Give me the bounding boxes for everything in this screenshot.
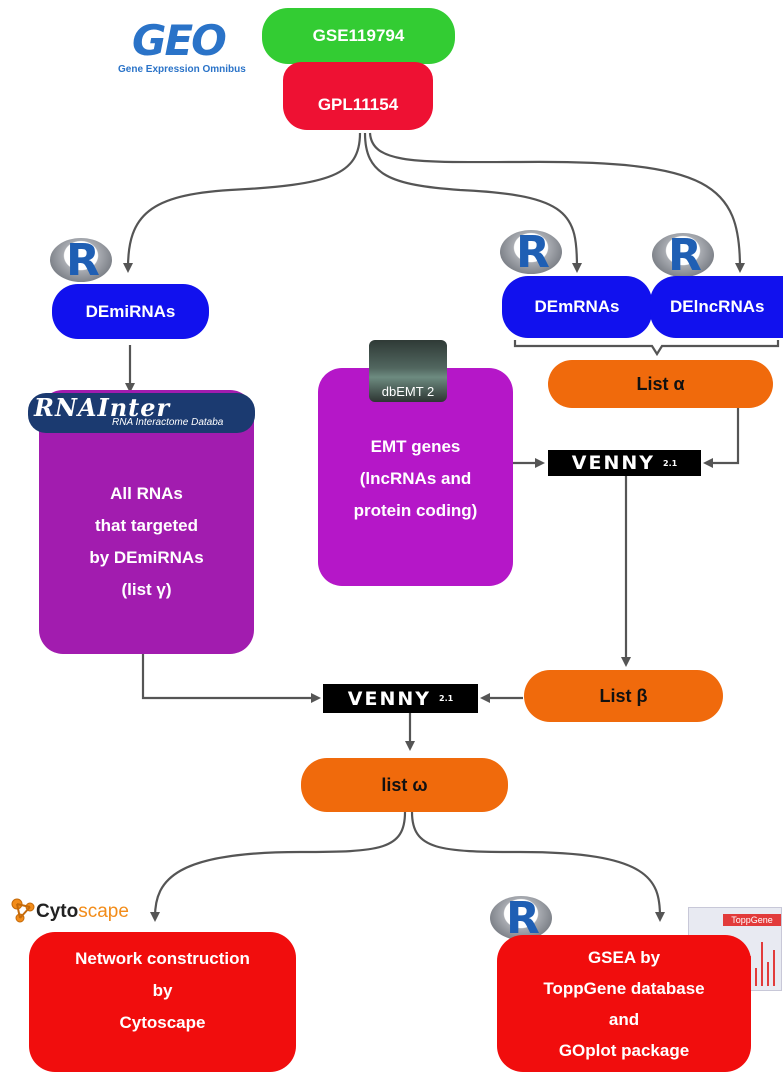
demirnas-label: DEmiRNAs <box>85 301 176 321</box>
geo-logo: GEO Gene Expression Omnibus <box>110 14 262 86</box>
dbemt-logo: dbEMT 2 <box>369 340 447 402</box>
list-alpha-node: List α <box>548 360 773 408</box>
all-rnas-line: that targeted <box>95 516 198 535</box>
arrow-gamma-to-venny <box>141 654 321 703</box>
arrow-omega-to-gsea <box>410 811 665 922</box>
cytoscape-icon <box>11 898 35 923</box>
all-rnas-node: All RNAs that targeted by DEmiRNAs (list… <box>39 390 254 654</box>
geo-logo-subtitle: Gene Expression Omnibus <box>118 64 246 75</box>
gsea-line: GSEA by <box>587 947 661 967</box>
demirnas-node: DEmiRNAs <box>52 284 209 339</box>
rnainter-logo-title: RNAInter <box>34 393 171 422</box>
arrow-alpha-to-venny <box>703 407 740 468</box>
toppgene-logo-label: ToppGene <box>723 914 781 926</box>
list-omega-label: list ω <box>381 774 428 795</box>
gsea-line: and <box>608 1009 640 1029</box>
cytoscape-logo-part1: Cyto <box>36 901 79 922</box>
delncrnas-node: DElncRNAs <box>650 276 783 338</box>
arrow-gpl-to-demrna <box>363 132 582 273</box>
emt-genes-line: protein coding) <box>353 501 478 520</box>
venny-version: 2.1 <box>439 694 454 703</box>
gpl-node: GPL11154 <box>283 62 433 130</box>
gse-node: GSE119794 <box>262 8 455 64</box>
network-line: Cytoscape <box>119 1013 206 1032</box>
rnainter-logo-subtitle: RNA Interactome Databa <box>112 417 224 428</box>
demrnas-label: DEmRNAs <box>534 297 620 316</box>
dbemt-logo-label: dbEMT 2 <box>381 384 435 399</box>
all-rnas-line: by DEmiRNAs <box>89 548 204 567</box>
r-logo-icon: R <box>490 893 568 950</box>
network-construction-node: Network construction by Cytoscape <box>29 932 296 1072</box>
arrow-omega-to-network <box>150 811 407 922</box>
arrow-gpl-to-demirna <box>123 132 362 273</box>
r-logo-icon: R <box>50 235 128 292</box>
r-logo-letter: R <box>668 230 702 281</box>
delncrnas-label: DElncRNAs <box>670 297 765 316</box>
gsea-line: ToppGene database <box>543 978 705 998</box>
venny-logo: VENNY 2.1 <box>548 450 701 476</box>
cytoscape-logo: Cytoscape <box>8 895 158 933</box>
r-logo-icon: R <box>652 230 730 287</box>
emt-genes-node: EMT genes (lncRNAs and protein coding) <box>318 368 513 586</box>
venny-word: VENNY <box>571 452 656 474</box>
demrnas-node: DEmRNAs <box>502 276 652 338</box>
venny-version: 2.1 <box>663 458 678 468</box>
all-rnas-line: (list γ) <box>121 580 172 599</box>
venny-word: VENNY <box>347 687 432 710</box>
network-line: by <box>152 981 173 1000</box>
geo-logo-word: GEO <box>132 16 227 65</box>
r-logo-icon: R <box>500 227 578 284</box>
gsea-line: GOplot package <box>558 1040 690 1060</box>
list-alpha-label: List α <box>636 373 685 394</box>
venny-logo: VENNY 2.1 <box>323 684 478 713</box>
rnainter-logo: RNAInter RNA Interactome Databa <box>28 393 255 433</box>
emt-genes-line: (lncRNAs and <box>359 469 472 488</box>
r-logo-letter: R <box>66 235 100 286</box>
all-rnas-line: All RNAs <box>110 484 183 503</box>
cytoscape-logo-part2: scape <box>78 901 129 922</box>
gpl-label: GPL11154 <box>317 95 399 114</box>
gsea-node: GSEA by ToppGene database and GOplot pac… <box>497 935 751 1072</box>
r-logo-letter: R <box>516 227 550 278</box>
brace <box>513 340 780 357</box>
emt-genes-line: EMT genes <box>370 437 461 456</box>
network-line: Network construction <box>75 949 250 968</box>
list-beta-label: List β <box>599 685 648 706</box>
gse-label: GSE119794 <box>312 26 405 45</box>
list-beta-node: List β <box>524 670 723 722</box>
arrow-gpl-to-delncrna <box>368 132 745 273</box>
list-omega-node: list ω <box>301 758 508 812</box>
